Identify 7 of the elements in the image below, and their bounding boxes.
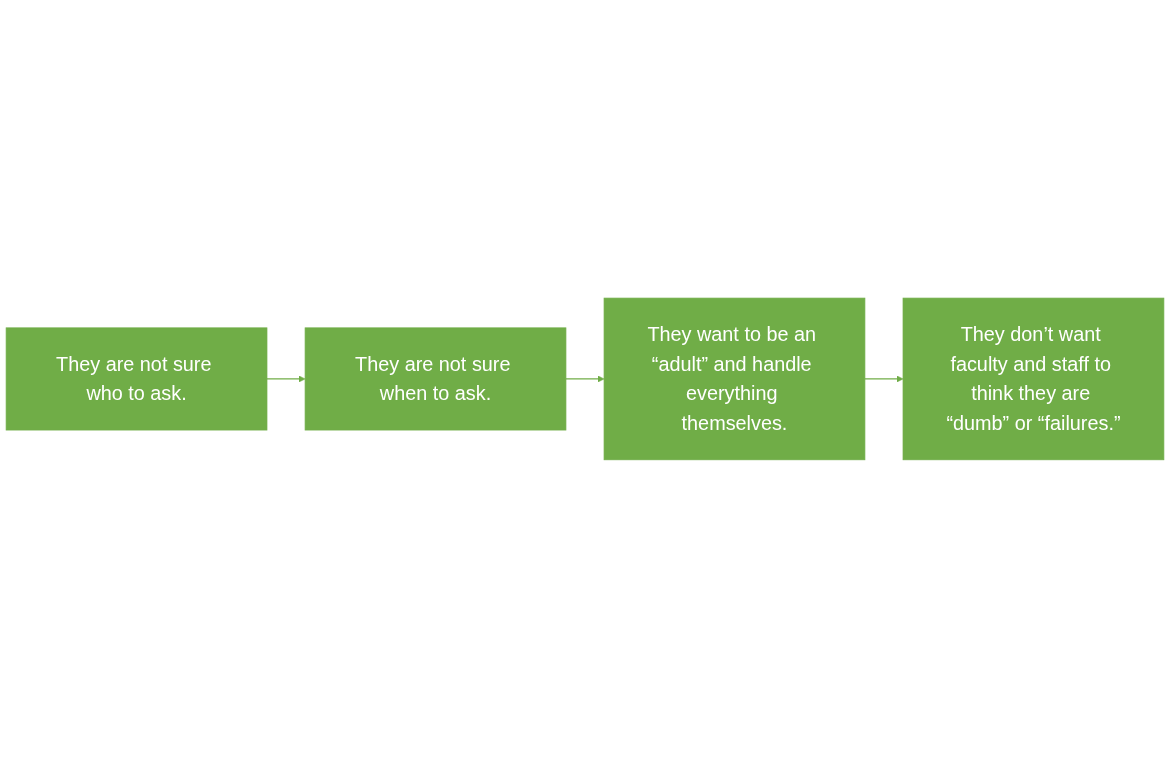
- node-box: They want to be an “adult” and handle everything themselves.: [603, 297, 866, 460]
- arrow: [565, 375, 605, 382]
- node-box: They are not sure when to ask.: [304, 327, 567, 430]
- arrow: [266, 375, 306, 382]
- node-box: They don’t want faculty and staff to think they are “dumb” or “failures.”: [902, 297, 1165, 460]
- node-box: They are not sure who to ask.: [5, 327, 268, 430]
- arrow: [864, 375, 904, 382]
